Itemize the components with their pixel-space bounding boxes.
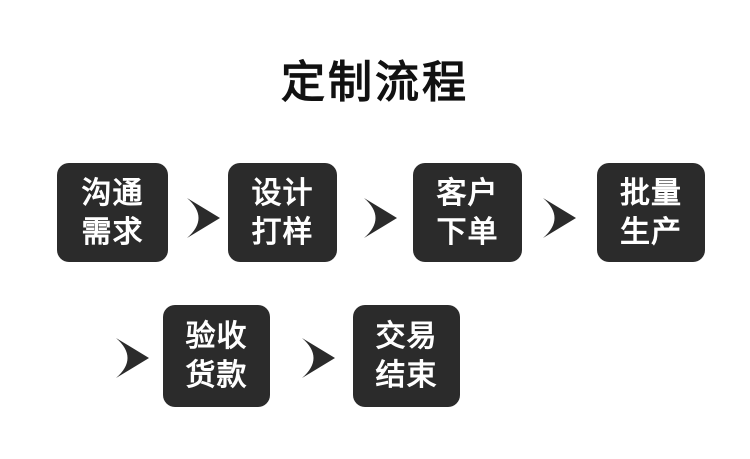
step-label-line: 结束 (375, 359, 438, 392)
step-label-line: 货款 (185, 359, 248, 392)
step-label-line: 需求 (81, 215, 144, 249)
step-label-line: 设计 (251, 176, 314, 210)
page-title: 定制流程 (281, 58, 469, 107)
flow-step-mass-production: 批量 生产 (597, 163, 705, 262)
step-label-line: 客户 (436, 176, 499, 210)
arrow-right-icon (116, 338, 149, 378)
step-label-line: 交易 (375, 320, 438, 353)
flow-step-customer-order: 客户 下单 (413, 163, 522, 262)
arrow-right-icon (543, 198, 576, 238)
step-label-line: 打样 (251, 215, 314, 249)
arrow-right-icon (302, 338, 335, 378)
step-label-line: 下单 (436, 215, 499, 249)
step-label-line: 生产 (620, 215, 682, 249)
flow-step-communicate-needs: 沟通 需求 (57, 163, 168, 262)
step-label-line: 验收 (185, 320, 248, 353)
flow-step-transaction-end: 交易 结束 (353, 305, 460, 407)
step-label-line: 沟通 (81, 176, 144, 210)
arrow-right-icon (364, 198, 397, 238)
step-label-line: 批量 (620, 176, 682, 210)
flow-step-design-sampling: 设计 打样 (228, 163, 337, 262)
flow-step-acceptance-payment: 验收 货款 (163, 305, 270, 407)
arrow-right-icon (187, 198, 220, 238)
